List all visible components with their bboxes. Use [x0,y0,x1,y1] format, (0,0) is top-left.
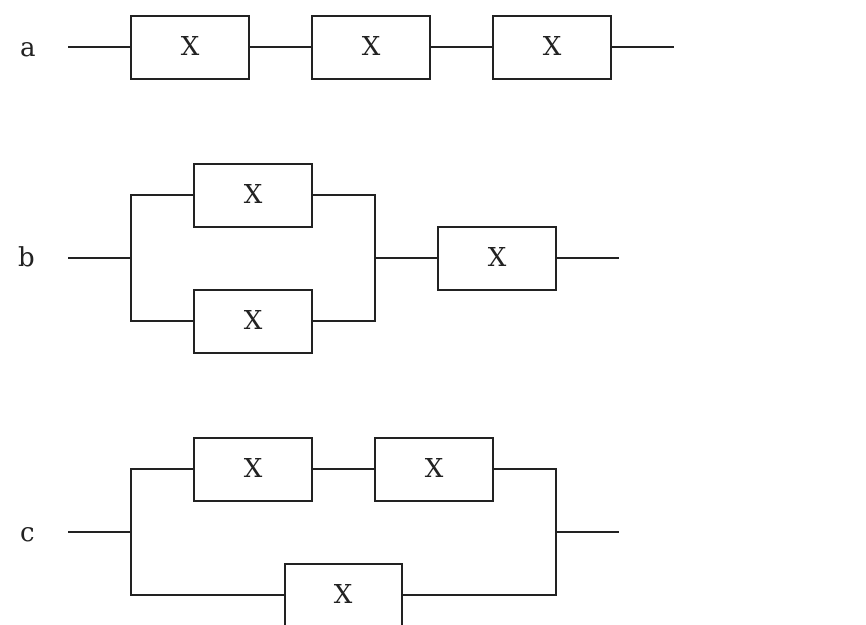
wire [312,194,376,322]
block-label: X [244,306,263,336]
wire [130,194,194,322]
diagram-label-c: c [20,518,35,548]
block-box [193,437,313,502]
diagram-a: a X X X [20,15,674,80]
block-label: X [244,454,263,484]
block-label: X [334,580,353,610]
block-box [374,437,494,502]
wire [130,468,285,596]
block-box [311,15,431,80]
block-label: X [244,180,263,210]
diagram-label-a: a [20,33,36,63]
block-label: X [488,243,507,273]
block-label: X [425,454,444,484]
diagram-label-b: b [18,243,35,273]
diagram-b: b X X X [18,163,619,354]
block-box [193,289,313,354]
diagram-c: c X X X [20,437,619,625]
block-label: X [362,32,381,62]
block-label: X [543,32,562,62]
block-box [284,563,403,625]
block-box [492,15,612,80]
block-box [437,226,557,291]
block-label: X [181,32,200,62]
